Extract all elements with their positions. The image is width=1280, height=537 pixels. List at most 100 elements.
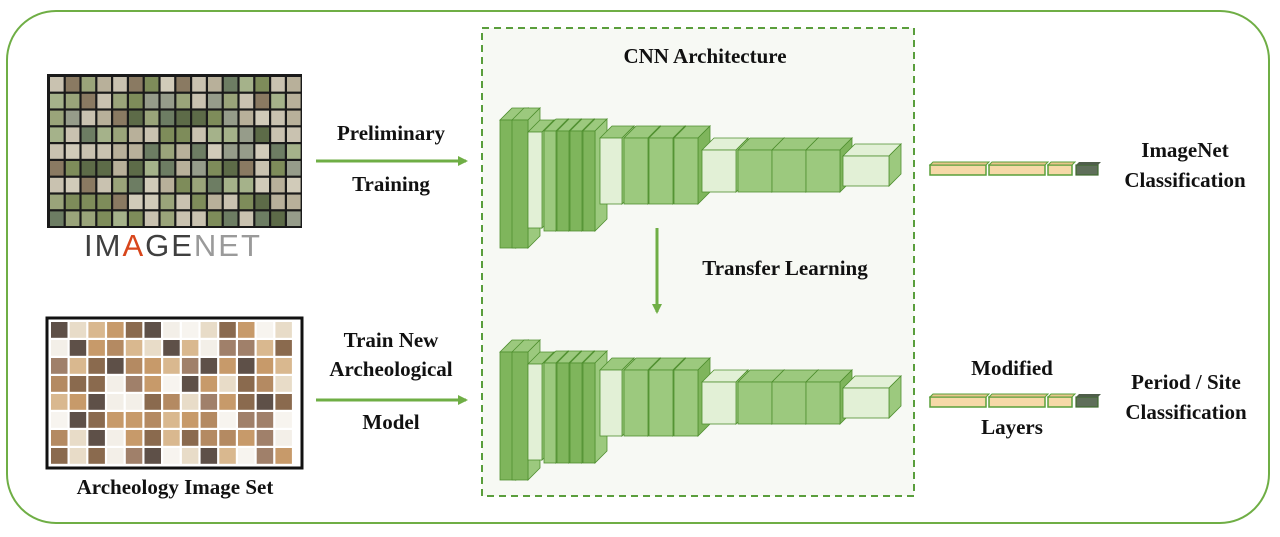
fc-segment bbox=[988, 164, 1046, 176]
photo-tile bbox=[271, 211, 285, 226]
photo-tile bbox=[81, 211, 96, 226]
photo-tile bbox=[255, 93, 269, 109]
photo-tile bbox=[238, 376, 255, 392]
photo-tile bbox=[51, 394, 68, 410]
photo-tile bbox=[113, 177, 127, 193]
photo-tile bbox=[256, 412, 274, 428]
photo-tile bbox=[275, 340, 292, 356]
photo-tile bbox=[125, 412, 143, 428]
photo-tile bbox=[144, 161, 159, 176]
photo-tile bbox=[69, 376, 87, 392]
photo-tile bbox=[81, 77, 96, 92]
photo-tile bbox=[275, 430, 292, 446]
photo-tile bbox=[287, 177, 301, 193]
layer-front-face bbox=[673, 369, 699, 437]
photo-tile bbox=[181, 376, 199, 392]
photo-tile bbox=[65, 93, 80, 109]
photo-tile bbox=[208, 93, 222, 109]
photo-tile bbox=[125, 340, 143, 356]
photo-tile bbox=[256, 394, 274, 410]
photo-tile bbox=[223, 77, 238, 92]
photo-tile bbox=[163, 376, 180, 392]
photo-tile bbox=[50, 144, 64, 159]
logo-letters-ge: GE bbox=[145, 228, 194, 263]
photo-tile bbox=[176, 77, 190, 92]
photo-tile bbox=[239, 161, 254, 176]
photo-tile bbox=[287, 194, 301, 210]
photo-tile bbox=[81, 161, 96, 176]
photo-tile bbox=[271, 144, 285, 159]
photo-tile bbox=[238, 448, 255, 464]
photo-tile bbox=[255, 144, 269, 159]
photo-tile bbox=[144, 376, 161, 392]
photo-tile bbox=[208, 77, 222, 92]
photo-tile bbox=[81, 93, 96, 109]
photo-tile bbox=[160, 177, 175, 193]
layer-front-face bbox=[527, 363, 543, 461]
photo-tile bbox=[160, 127, 175, 142]
photo-tile bbox=[223, 177, 238, 193]
photo-tile bbox=[181, 358, 199, 374]
photo-tile bbox=[200, 430, 218, 446]
photo-tile bbox=[125, 358, 143, 374]
photo-tile bbox=[97, 194, 111, 210]
photo-tile bbox=[176, 144, 190, 159]
fc-output-segment bbox=[1075, 396, 1099, 408]
photo-tile bbox=[287, 161, 301, 176]
photo-tile bbox=[50, 194, 64, 210]
layer-front-face bbox=[701, 149, 737, 193]
layer-front-face bbox=[737, 149, 773, 193]
photo-tile bbox=[255, 77, 269, 92]
photo-tile bbox=[200, 322, 218, 338]
photo-tile bbox=[223, 211, 238, 226]
photo-tile bbox=[200, 448, 218, 464]
photo-tile bbox=[107, 412, 124, 428]
photo-tile bbox=[144, 430, 161, 446]
photo-tile bbox=[144, 358, 161, 374]
fc-segment bbox=[929, 164, 987, 176]
layer-front-face bbox=[599, 137, 623, 205]
logo-letter-a: A bbox=[122, 228, 146, 263]
layer-front-face bbox=[842, 155, 890, 187]
photo-tile bbox=[113, 77, 127, 92]
photo-tile bbox=[129, 177, 143, 193]
photo-tile bbox=[50, 127, 64, 142]
photo-tile bbox=[65, 211, 80, 226]
photo-tile bbox=[239, 194, 254, 210]
photo-tile bbox=[239, 211, 254, 226]
photo-tile bbox=[129, 161, 143, 176]
photo-tile bbox=[255, 161, 269, 176]
label-archeology-image-set: Archeology Image Set bbox=[76, 475, 274, 499]
photo-tile bbox=[239, 127, 254, 142]
photo-tile bbox=[223, 110, 238, 126]
photo-tile bbox=[287, 144, 301, 159]
layer-front-face bbox=[556, 362, 570, 464]
photo-tile bbox=[69, 412, 87, 428]
archeology-photo-grid bbox=[45, 316, 304, 470]
photo-tile bbox=[223, 161, 238, 176]
photo-tile bbox=[192, 144, 206, 159]
photo-tile bbox=[200, 358, 218, 374]
photo-tile bbox=[88, 322, 105, 338]
photo-tile bbox=[256, 322, 274, 338]
photo-tile bbox=[65, 77, 80, 92]
photo-tile bbox=[223, 144, 238, 159]
photo-tile bbox=[176, 110, 190, 126]
photo-tile bbox=[51, 412, 68, 428]
layer-front-face bbox=[556, 130, 570, 232]
photo-tile bbox=[65, 144, 80, 159]
photo-tile bbox=[163, 448, 180, 464]
label-archeological: Archeological bbox=[329, 357, 453, 381]
photo-tile bbox=[97, 211, 111, 226]
photo-tile bbox=[208, 144, 222, 159]
label-training: Training bbox=[352, 172, 430, 196]
photo-tile bbox=[163, 322, 180, 338]
photo-tile bbox=[113, 110, 127, 126]
photo-tile bbox=[107, 448, 124, 464]
photo-tile bbox=[163, 412, 180, 428]
photo-tile bbox=[239, 144, 254, 159]
photo-tile bbox=[192, 211, 206, 226]
photo-tile bbox=[219, 448, 236, 464]
photo-tile bbox=[239, 177, 254, 193]
photo-tile bbox=[256, 340, 274, 356]
